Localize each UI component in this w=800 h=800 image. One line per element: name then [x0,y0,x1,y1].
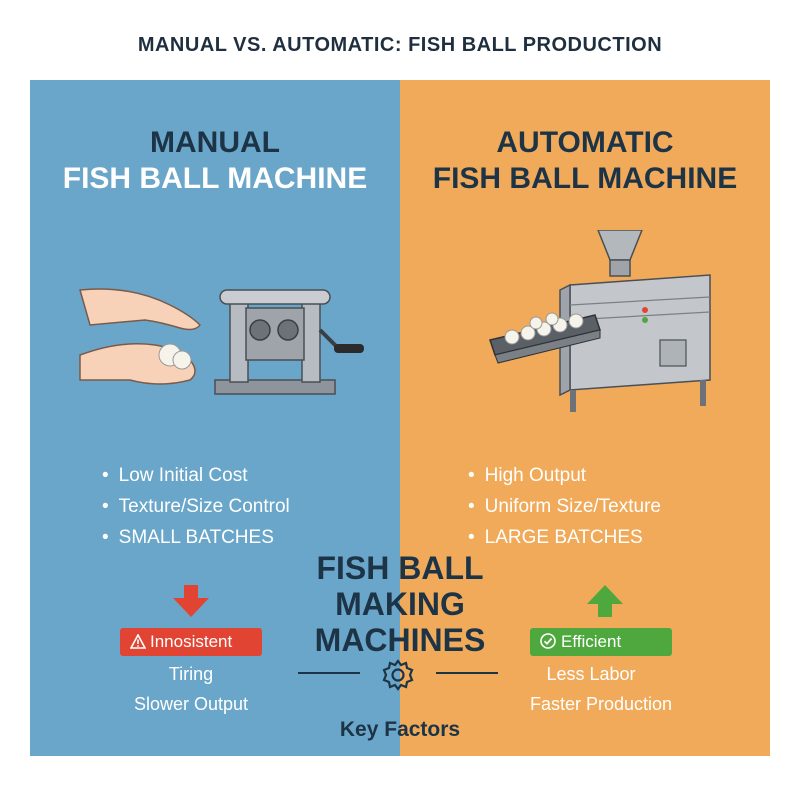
automatic-machine-icon [489,230,711,412]
center-title: FISH BALL MAKING MACHINES [290,550,510,658]
automatic-panel: AUTOMATIC FISH BALL MACHINE [400,80,770,756]
list-item: Texture/Size Control [102,491,290,522]
key-factors-label: Key Factors [339,718,461,741]
warning-icon [129,633,147,649]
automatic-pro-1: Less Labor [546,664,636,684]
list-item: Low Initial Cost [102,460,290,491]
list-item: High Output [468,460,661,491]
manual-title-line1: MANUAL [150,126,280,159]
automatic-title-line1: AUTOMATIC [496,126,674,159]
automatic-title-line2: FISH BALL MACHINE [432,162,738,195]
manual-con-2: Slower Output [133,694,249,714]
badge-label: Efficient [561,632,622,651]
manual-con-1: Tiring [168,664,214,684]
list-item: LARGE BATCHES [468,522,661,553]
arrow-up-icon [587,585,623,617]
hands-icon [79,288,201,385]
center-title-line1: FISH BALL [316,550,484,586]
manual-panel: MANUAL FISH BALL MACHINE Low Initial Cos… [30,80,400,756]
check-circle-icon [540,633,556,649]
gear-icon [382,659,414,691]
list-item: SMALL BATCHES [102,522,290,553]
arrow-down-icon [173,585,209,617]
manual-title-line2: FISH BALL MACHINE [62,162,368,195]
badge-label: Innosistent [150,632,233,651]
efficient-badge: Efficient [530,628,672,656]
manual-title: MANUAL FISH BALL MACHINE [30,125,400,197]
divider-left [298,672,360,674]
automatic-machine-illustration [489,230,711,412]
manual-machine-illustration [79,288,364,395]
center-title-line2: MAKING [335,586,465,622]
divider-right [436,672,498,674]
center-title-line3: MACHINES [314,622,486,658]
manual-features-list: Low Initial Cost Texture/Size Control SM… [102,460,290,553]
automatic-title: AUTOMATIC FISH BALL MACHINE [400,125,770,197]
inconsistent-badge: Innosistent [120,628,262,656]
automatic-features-list: High Output Uniform Size/Texture LARGE B… [468,460,661,553]
list-item: Uniform Size/Texture [468,491,661,522]
automatic-pro-2: Faster Production [529,694,673,714]
hand-crank-machine-icon [214,289,364,395]
page-title: MANUAL VS. AUTOMATIC: FISH BALL PRODUCTI… [137,34,663,56]
